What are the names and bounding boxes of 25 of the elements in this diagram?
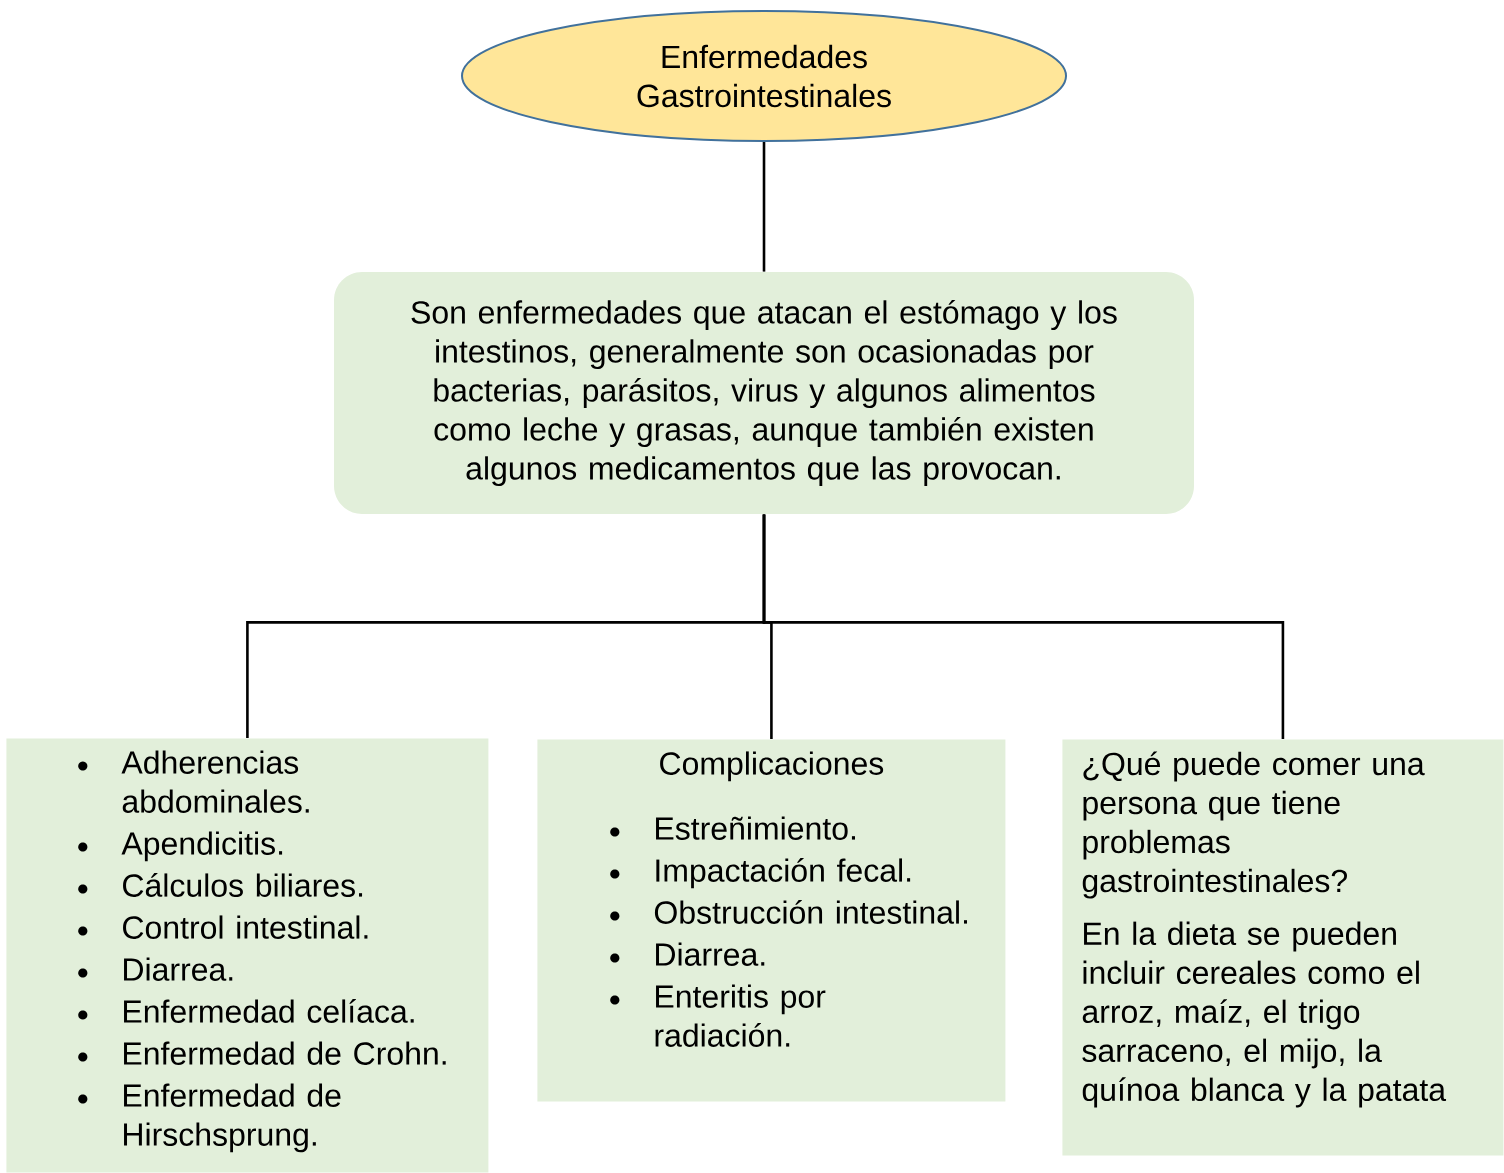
- list-item: Cálculos biliares.: [78, 873, 363, 897]
- list-item: Enfermedad de Hirschsprung.: [78, 1083, 341, 1153]
- list-heading: Complicaciones: [660, 751, 884, 782]
- text-box: [1062, 739, 1504, 1156]
- list-box: [6, 738, 489, 1173]
- list-item: Adherencias abdominales.: [78, 750, 309, 813]
- list-item: Apendicitis.: [78, 831, 283, 862]
- answer-text: En la dieta se pueden incluir cereales como el arroz, maíz, el trigo sarraceno, el mijo, la quínoa blanca y la patata: [1082, 921, 1447, 1108]
- connector-line: [762, 514, 1285, 739]
- list-item: Enfermedad celíaca.: [78, 999, 414, 1023]
- connector-line: [762, 142, 766, 272]
- list-item: Impactación fecal.: [610, 858, 911, 889]
- question-text: ¿Qué puede comer una persona que tiene problemas gastrointestinales?: [1082, 751, 1425, 899]
- list-item: Enteritis por radiación.: [610, 984, 826, 1047]
- list-item: Diarrea.: [610, 942, 765, 966]
- list-item: Estreñimiento.: [610, 816, 855, 840]
- list-item: Control intestinal.: [78, 915, 368, 939]
- description-text: Son enfermedades que atacan el estómago y los intestinos, generalmente son ocasionadas por bacterias, parásitos, virus y algunos alimentos como leche y grasas, aunque también existen algunos medicamentos que las provocan.: [411, 299, 1117, 487]
- list-item: Enfermedad de Crohn.: [78, 1041, 446, 1065]
- title-ellipse: [461, 10, 1067, 142]
- description-box: [334, 272, 1194, 514]
- title-text: Enfermedades Gastrointestinales: [637, 44, 891, 108]
- list-box: [537, 739, 1006, 1102]
- list-item: Diarrea.: [78, 957, 233, 981]
- list-item: Obstrucción intestinal.: [610, 900, 967, 924]
